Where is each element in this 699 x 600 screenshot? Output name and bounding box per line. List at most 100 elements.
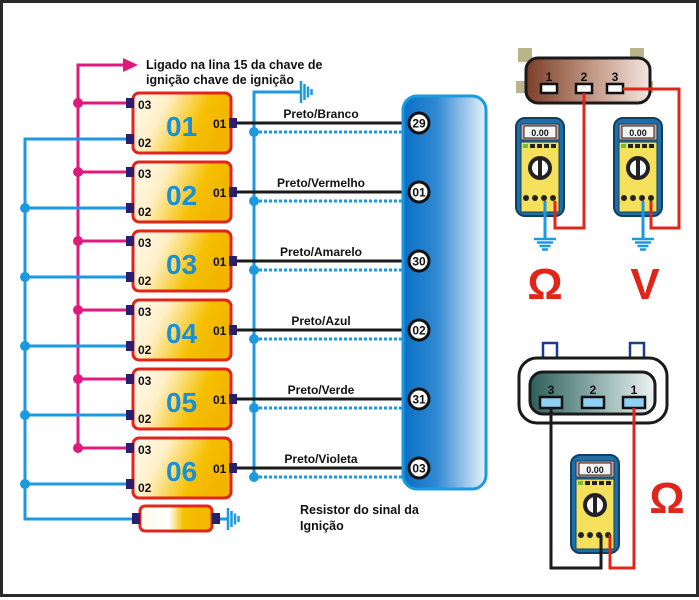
note-line-1: Ligado na lina 15 da chave de bbox=[146, 58, 322, 72]
meter-display bbox=[523, 125, 557, 139]
coil-pin-top-label: 03 bbox=[138, 305, 152, 319]
multimeter-ohm-bottom: 0.00 bbox=[570, 454, 620, 554]
wire-color-label: Preto/Violeta bbox=[284, 452, 357, 466]
meter-jack bbox=[639, 195, 645, 201]
coil-number: 02 bbox=[166, 180, 197, 211]
coil-pin-out-label: 01 bbox=[213, 255, 227, 269]
meter-jack bbox=[621, 195, 627, 201]
connector-pin-label: 2 bbox=[581, 70, 588, 84]
meter-reading: 0.00 bbox=[586, 465, 604, 475]
pin-terminal bbox=[126, 272, 134, 282]
meter-key bbox=[585, 481, 590, 485]
wiring-diagram: 0302010103020102030201030302010403020105… bbox=[20, 48, 685, 570]
wire-color-label: Preto/Branco bbox=[283, 107, 358, 121]
meter-jack bbox=[648, 195, 654, 201]
coil-pin-out-label: 01 bbox=[213, 393, 227, 407]
wire-color-label: Preto/Amarelo bbox=[280, 245, 362, 259]
ecu-connector bbox=[401, 94, 488, 491]
coil-number: 01 bbox=[166, 111, 197, 142]
pin-terminal bbox=[126, 341, 134, 351]
junction-dot bbox=[249, 265, 259, 275]
ecu-pin-group: 29 01 30 02 31 03 bbox=[407, 111, 431, 480]
coil-pin-bottom-label: 02 bbox=[138, 205, 152, 219]
ecu-pin-30: 30 bbox=[407, 249, 431, 273]
note-line-2: ignição chave de ignição bbox=[146, 73, 294, 87]
pin-terminal bbox=[126, 443, 134, 453]
meter-key bbox=[544, 144, 549, 148]
junction-dot bbox=[20, 203, 30, 213]
ecu-pin-circle bbox=[407, 249, 431, 273]
meter-key bbox=[592, 481, 597, 485]
connector-pin bbox=[605, 82, 625, 95]
meter-jack bbox=[587, 532, 593, 538]
ecu-pin-circle bbox=[407, 318, 431, 342]
ecu-pin-31: 31 bbox=[407, 387, 431, 411]
ecu-pin-label: 01 bbox=[412, 186, 426, 200]
wire-color-label: Preto/Verde bbox=[288, 383, 355, 397]
connector-tab bbox=[518, 48, 532, 62]
coil-number: 05 bbox=[166, 387, 197, 418]
meter-jack bbox=[630, 195, 636, 201]
connector-pin bbox=[539, 82, 559, 95]
pin-terminal bbox=[126, 410, 134, 420]
ecu-pin-label: 31 bbox=[412, 393, 426, 407]
ohm-symbol-bottom: Ω bbox=[649, 474, 684, 523]
junction-dot bbox=[249, 403, 259, 413]
pin-terminal bbox=[229, 463, 237, 473]
meter-key bbox=[628, 144, 633, 148]
connector-pin-label: 2 bbox=[590, 383, 597, 397]
test-lead-red bbox=[553, 93, 586, 230]
coil-pin-top-label: 03 bbox=[138, 443, 152, 457]
pin-terminal bbox=[126, 167, 134, 177]
coil-pin-out-label: 01 bbox=[213, 117, 227, 131]
ecu-pin-03: 03 bbox=[407, 456, 431, 480]
ground-icon-top bbox=[293, 81, 313, 103]
junction-dot bbox=[73, 443, 83, 453]
coil-number: 03 bbox=[166, 249, 197, 280]
connector-pin-label: 3 bbox=[548, 383, 555, 397]
ground-icon-meter-2 bbox=[632, 231, 654, 251]
coil-pin-bottom-label: 02 bbox=[138, 274, 152, 288]
meter-display bbox=[578, 462, 612, 476]
pin-terminal bbox=[126, 305, 134, 315]
connector-pin bbox=[574, 82, 594, 95]
ecu-pin-label: 02 bbox=[412, 324, 426, 338]
connector-body bbox=[524, 56, 652, 105]
ecu-pin-label: 29 bbox=[412, 117, 426, 131]
meter-key bbox=[523, 144, 528, 148]
connector-pin bbox=[621, 395, 647, 410]
pin-terminal bbox=[229, 256, 237, 266]
ecu-pin-label: 30 bbox=[412, 255, 426, 269]
junction-dot bbox=[20, 410, 30, 420]
pin-terminal bbox=[229, 118, 237, 128]
coil-pin-top-label: 03 bbox=[138, 374, 152, 388]
pin-terminal bbox=[126, 479, 134, 489]
coil-pin-out-label: 01 bbox=[213, 324, 227, 338]
junction-dot bbox=[249, 334, 259, 344]
meter-key bbox=[642, 144, 647, 148]
pin-terminal bbox=[126, 203, 134, 213]
multimeter-volt: 0.00 bbox=[613, 117, 663, 217]
meter-reading: 0.00 bbox=[531, 128, 549, 138]
meter-jack bbox=[532, 195, 538, 201]
meter-key bbox=[551, 144, 556, 148]
pin-terminal bbox=[126, 236, 134, 246]
test-lead-red bbox=[608, 408, 636, 570]
meter-key bbox=[537, 144, 542, 148]
connector-pin-label: 3 bbox=[612, 70, 619, 84]
ecu-pin-02: 02 bbox=[407, 318, 431, 342]
test-lead-red bbox=[623, 87, 681, 230]
meter-key bbox=[621, 144, 626, 148]
meter-reading: 0.00 bbox=[629, 128, 647, 138]
arrow-icon bbox=[123, 58, 138, 72]
connector-pin bbox=[580, 395, 606, 410]
pin-terminal bbox=[229, 325, 237, 335]
meter-key bbox=[530, 144, 535, 148]
meter-key bbox=[578, 481, 583, 485]
multimeter-ohm: 0.00 bbox=[515, 117, 565, 217]
junction-dot bbox=[249, 127, 259, 137]
connector-pin-label: 1 bbox=[546, 70, 553, 84]
